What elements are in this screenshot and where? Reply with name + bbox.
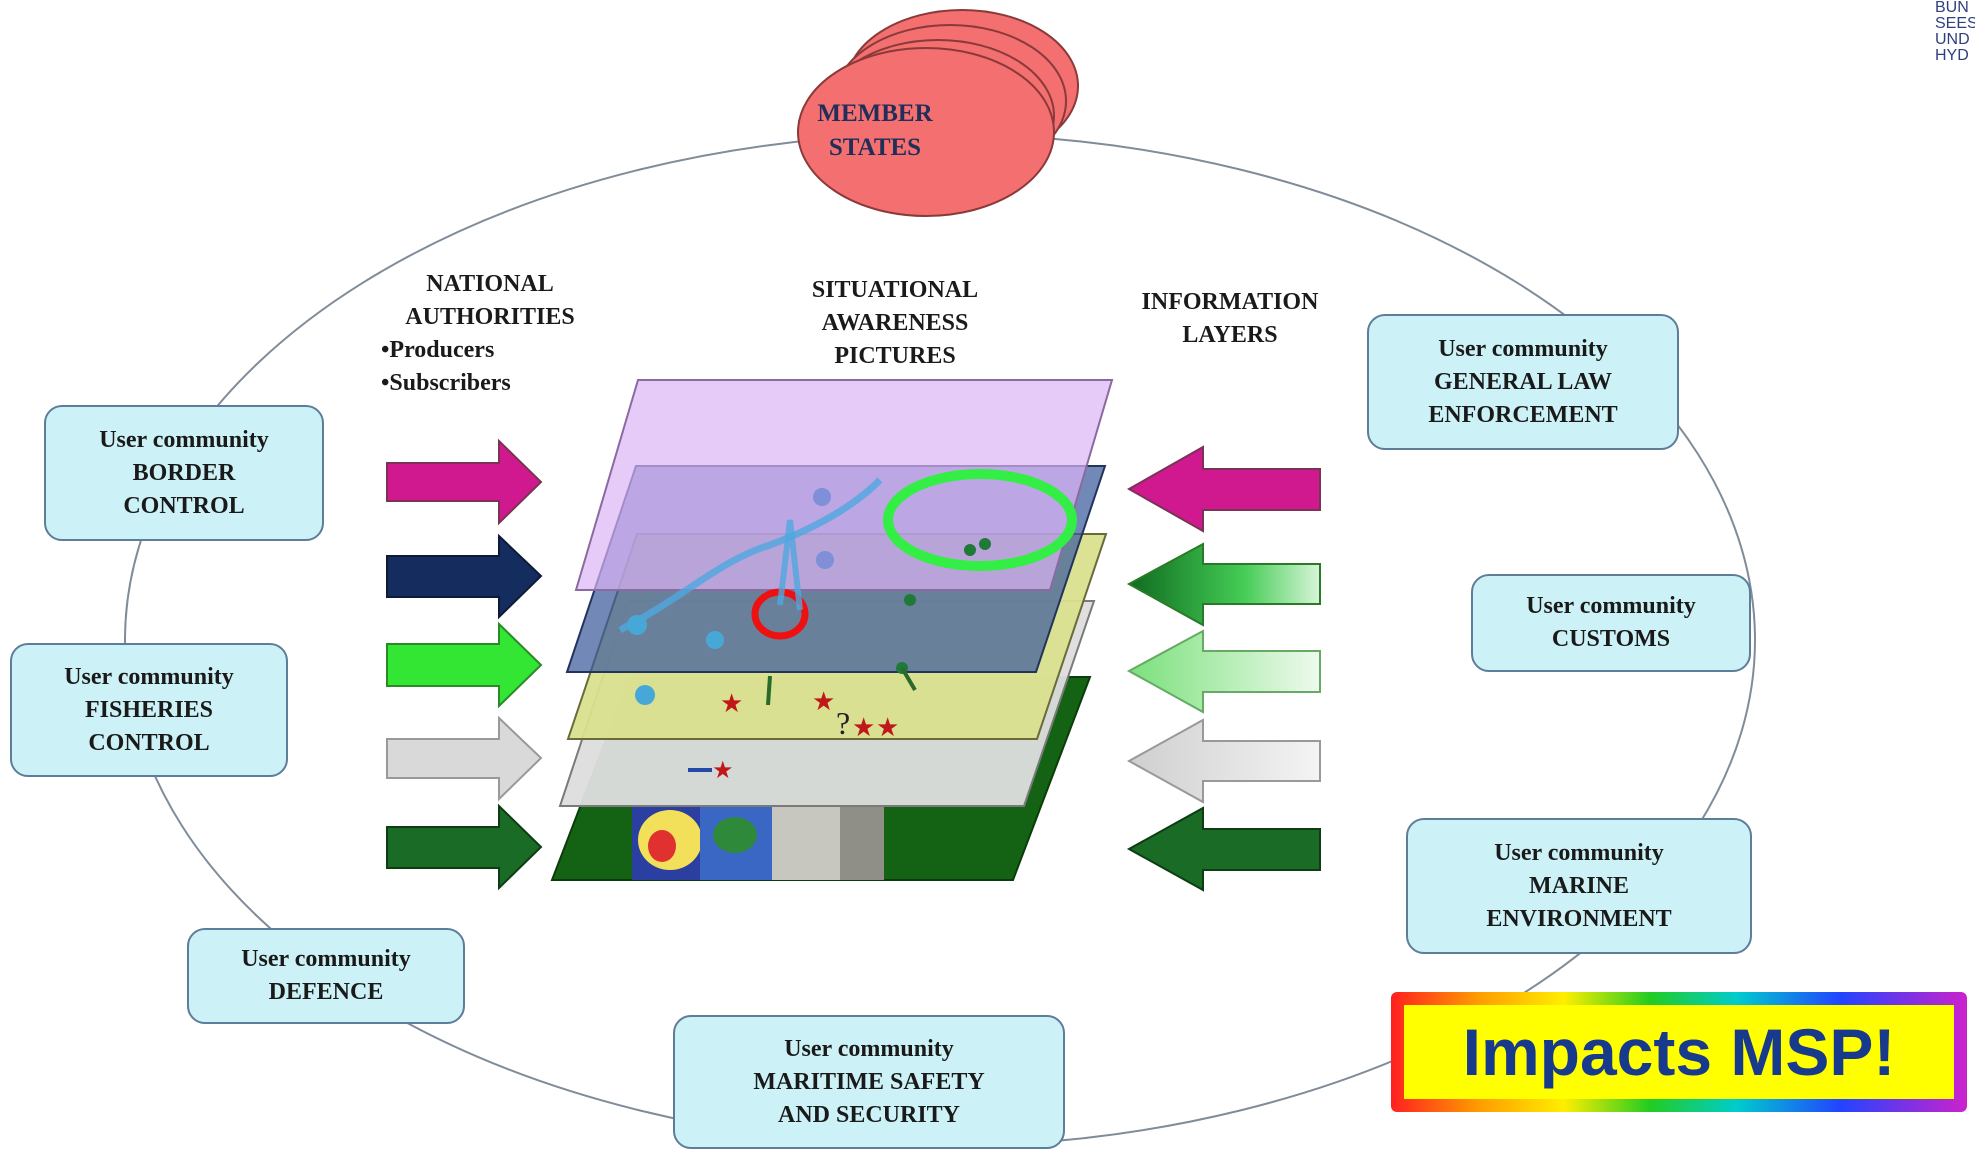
left-arrows: [386, 438, 543, 891]
uc-label: User community: [1438, 335, 1608, 362]
uc-label: FISHERIES: [84, 696, 214, 723]
bullet-item: Producers: [381, 334, 511, 367]
logo-line: SEES: [1935, 15, 1975, 32]
arrow-grey-in: [386, 715, 543, 802]
star-marker: ★: [876, 713, 899, 742]
logo-line: BUN: [1935, 0, 1969, 16]
arrow-green-gradient-out: [1126, 542, 1321, 627]
logo-line: HYD: [1935, 47, 1969, 64]
uc-label: User community: [1526, 593, 1696, 619]
uc-label: User community: [1494, 839, 1664, 866]
user-community-general-law-enforcement: User community GENERAL LAW ENFORCEMENT: [1367, 314, 1679, 450]
heading-line: NATIONAL: [426, 271, 554, 297]
question-mark: ?: [836, 705, 850, 741]
uc-label: BORDER: [132, 459, 236, 486]
arrow-magenta-out: [1126, 445, 1321, 533]
member-states-stack: [797, 9, 1079, 217]
arrow-green-in: [386, 621, 543, 709]
arrow-dark-green-out: [1126, 806, 1321, 892]
heading-line: AUTHORITIES: [405, 304, 575, 330]
uc-label: User community: [64, 663, 234, 690]
right-arrows: [1126, 445, 1321, 892]
layer-stack: ★ ★ ★ ★ ★ ?: [550, 379, 1114, 881]
member-states-line: MEMBER: [817, 100, 933, 127]
user-community-border-control: User community BORDER CONTROL: [44, 405, 324, 541]
star-marker: ★: [720, 689, 743, 718]
user-community-fisheries-control: User community FISHERIES CONTROL: [10, 643, 288, 777]
member-states-label: MEMBER STATES: [790, 97, 960, 165]
uc-label: User community: [99, 426, 269, 453]
star-marker: ★: [812, 687, 835, 716]
heading-line: PICTURES: [834, 343, 956, 369]
arrow-light-green-out: [1126, 629, 1321, 714]
user-community-maritime-safety: User community MARITIME SAFETY AND SECUR…: [673, 1015, 1065, 1149]
star-marker: ★: [852, 713, 875, 742]
logo-line: UND: [1935, 31, 1970, 48]
uc-label: GENERAL LAW: [1433, 368, 1613, 395]
impacts-msp-callout: Impacts MSP!: [1391, 992, 1967, 1112]
track-line: [618, 477, 883, 634]
heading-line: INFORMATION: [1141, 289, 1319, 315]
star-marker: ★: [712, 758, 734, 784]
national-authorities-bullets: Producers Subscribers: [381, 334, 511, 400]
uc-label: User community: [241, 946, 411, 972]
highlight-circle-green: [883, 469, 1077, 571]
uc-label: MARITIME SAFETY: [753, 1068, 985, 1095]
uc-label: MARINE: [1529, 872, 1629, 899]
arrow-navy-in: [386, 533, 543, 620]
user-community-defence: User community DEFENCE: [187, 928, 465, 1024]
layer-purple: [574, 379, 1114, 591]
uc-label: DEFENCE: [268, 979, 384, 1005]
agency-logo-text: BUN SEES UND HYD: [1935, 0, 1975, 64]
information-layers-heading: INFORMATION LAYERS: [1120, 286, 1340, 352]
national-authorities-heading: NATIONAL AUTHORITIES: [390, 268, 590, 334]
arrow-grey-out: [1126, 718, 1321, 804]
uc-label: CONTROL: [123, 492, 245, 519]
arrow-dark-green-in: [386, 803, 543, 891]
situational-awareness-heading: SITUATIONAL AWARENESS PICTURES: [780, 274, 1010, 373]
uc-label: CONTROL: [88, 729, 210, 756]
uc-label: User community: [784, 1035, 954, 1062]
user-community-customs: User community CUSTOMS: [1471, 574, 1751, 672]
heading-line: LAYERS: [1182, 322, 1278, 348]
arrow-magenta-in: [386, 438, 543, 526]
uc-label: ENFORCEMENT: [1428, 401, 1618, 428]
impacts-msp-text: Impacts MSP!: [1404, 1005, 1954, 1099]
member-states-line: STATES: [828, 134, 922, 161]
uc-label: CUSTOMS: [1551, 626, 1671, 652]
heading-line: SITUATIONAL: [811, 277, 979, 303]
uc-label: AND SECURITY: [777, 1101, 961, 1128]
bullet-item: Subscribers: [381, 367, 510, 400]
user-community-marine-environment: User community MARINE ENVIRONMENT: [1406, 818, 1752, 954]
uc-label: ENVIRONMENT: [1486, 905, 1672, 932]
heading-line: AWARENESS: [821, 310, 969, 336]
